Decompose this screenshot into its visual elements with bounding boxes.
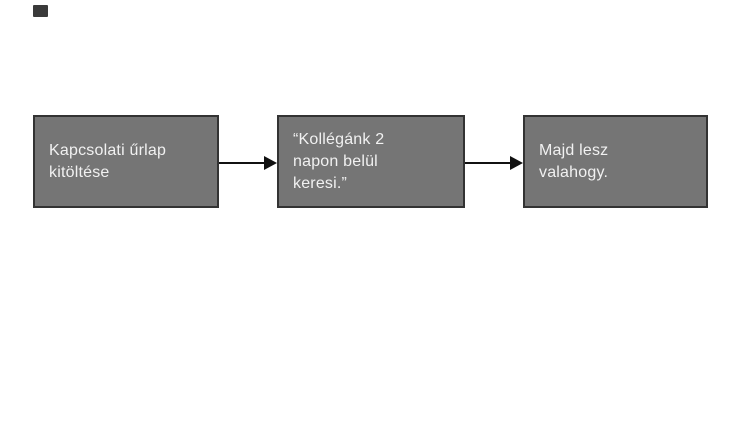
- flow-node-text-line: keresi.”: [293, 174, 348, 192]
- connector-line-1: [219, 162, 266, 164]
- flow-node-text-line: “Kollégánk 2: [293, 130, 385, 148]
- flow-node-somehow: Majd lesz valahogy.: [523, 115, 708, 208]
- arrowhead-icon: [510, 156, 523, 170]
- connector-line-2: [465, 162, 512, 164]
- flow-node-colleague-reply: “Kollégánk 2 napon belül keresi.”: [277, 115, 465, 208]
- arrowhead-icon: [264, 156, 277, 170]
- flow-node-contact-form: Kapcsolati űrlap kitöltése: [33, 115, 219, 208]
- flow-node-text-line: Kapcsolati űrlap: [49, 141, 167, 159]
- corner-mark: [33, 5, 48, 17]
- flow-node-text-line: napon belül: [293, 152, 378, 170]
- flow-node-text-line: kitöltése: [49, 163, 110, 181]
- flow-node-text-line: Majd lesz: [539, 141, 609, 159]
- flow-node-text-line: valahogy.: [539, 163, 609, 181]
